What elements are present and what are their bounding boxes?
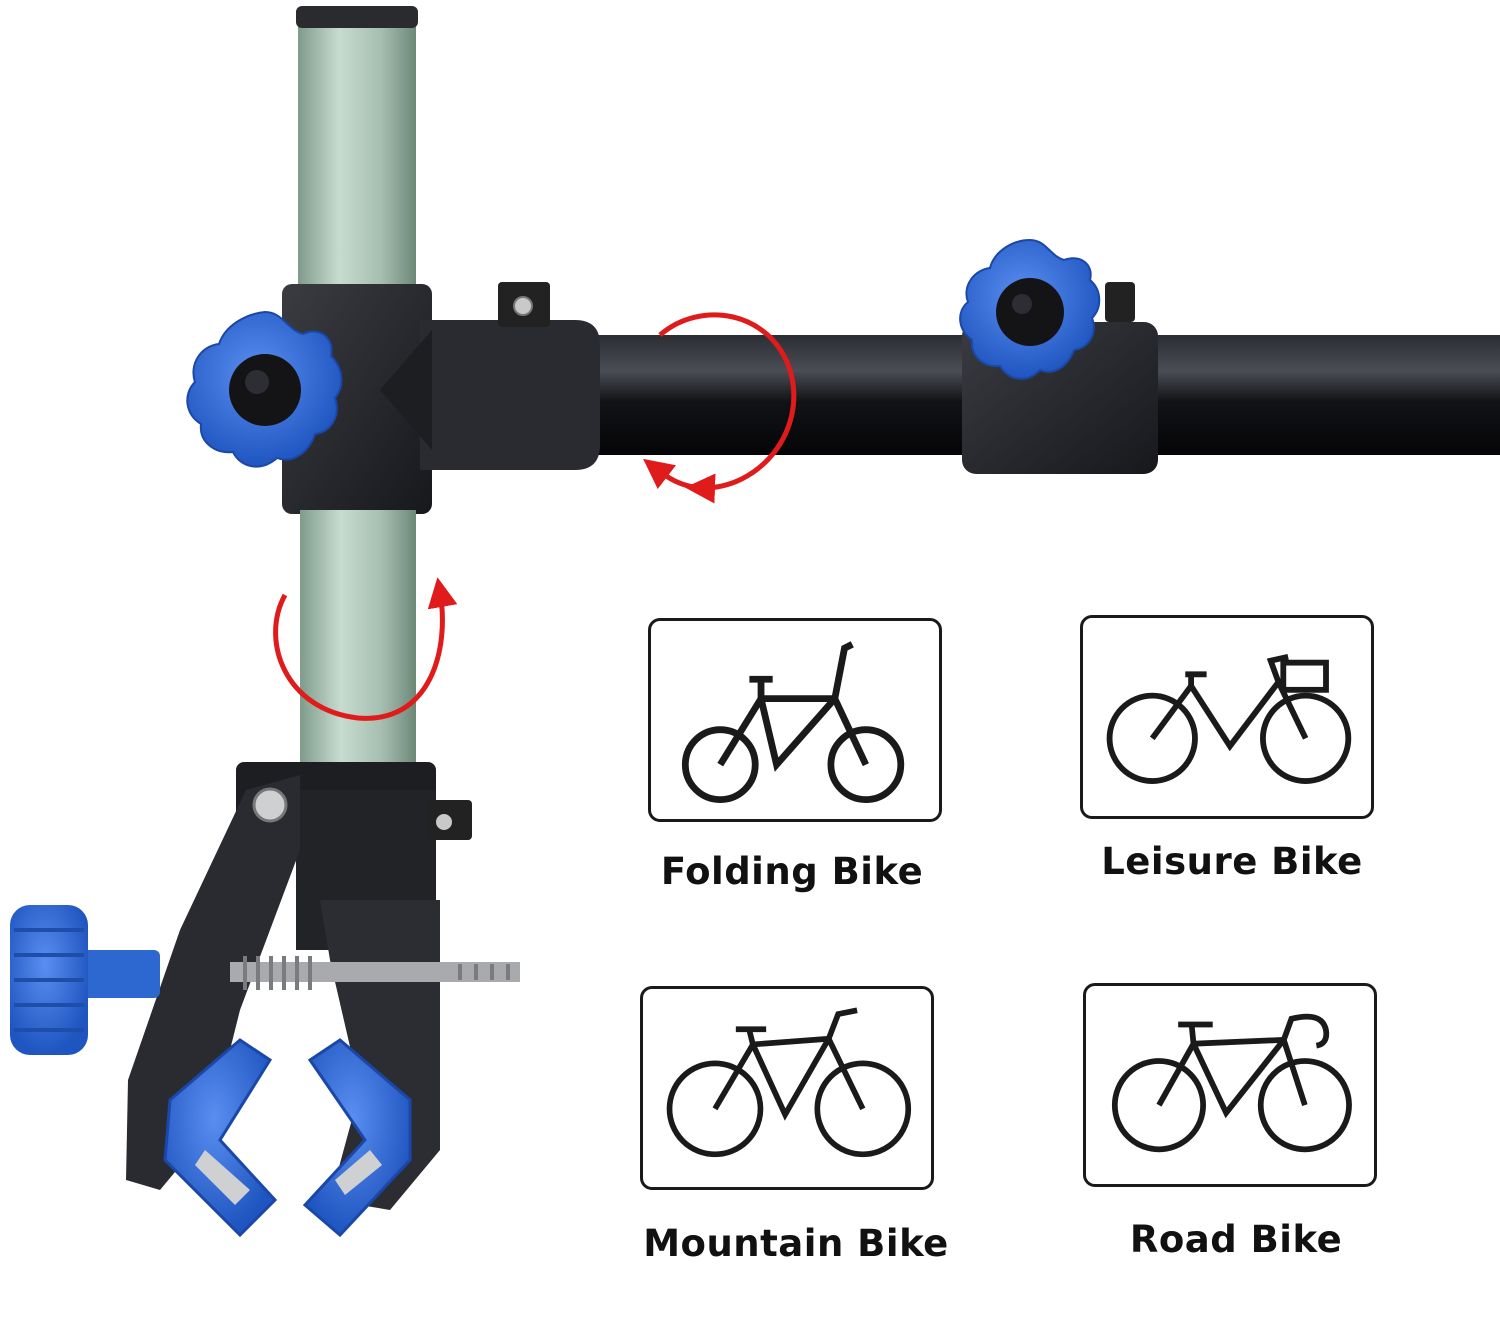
leisure-bike-card — [1080, 615, 1374, 819]
t-joint — [282, 282, 600, 514]
star-knob-icon — [186, 310, 343, 468]
bike-label-folding: Folding Bike — [660, 850, 924, 893]
circular-arrow-icon — [643, 312, 797, 504]
circular-arrow-icon — [273, 577, 458, 721]
bike-label-mountain: Mountain Bike — [643, 1222, 949, 1265]
folding-bike-icon — [681, 641, 905, 803]
road-bike-card — [1083, 983, 1377, 1187]
clamp-knob-icon — [10, 905, 160, 1055]
lower-green-tube — [300, 510, 416, 770]
folding-bike-card — [648, 618, 942, 822]
clamp-jaw-right — [302, 1038, 412, 1238]
star-knob-icon — [959, 238, 1101, 380]
clamp-screw — [230, 956, 520, 990]
leisure-bike-icon — [1106, 653, 1352, 784]
mountain-bike-card — [640, 986, 934, 1190]
mountain-bike-icon — [666, 1007, 912, 1158]
upper-green-tube — [296, 6, 418, 300]
bike-label-road: Road Bike — [1129, 1218, 1343, 1261]
bike-label-leisure: Leisure Bike — [1101, 840, 1363, 883]
road-bike-icon — [1111, 1013, 1352, 1153]
clamp-jaw-left — [163, 1038, 278, 1238]
